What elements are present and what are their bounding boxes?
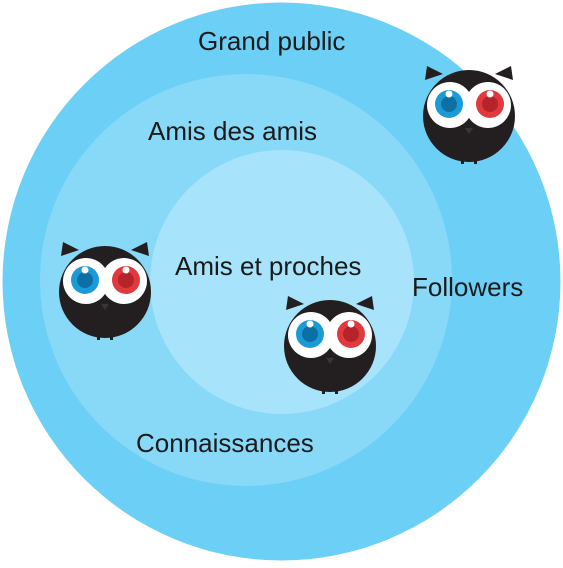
label-connaissances: Connaissances bbox=[136, 428, 314, 458]
label-amis-et-proches: Amis et proches bbox=[175, 251, 362, 281]
label-grand-public: Grand public bbox=[198, 26, 346, 56]
label-amis-des-amis: Amis des amis bbox=[148, 116, 318, 146]
inner-circle-amis-et-proches bbox=[150, 150, 414, 414]
label-followers: Followers bbox=[412, 272, 524, 302]
